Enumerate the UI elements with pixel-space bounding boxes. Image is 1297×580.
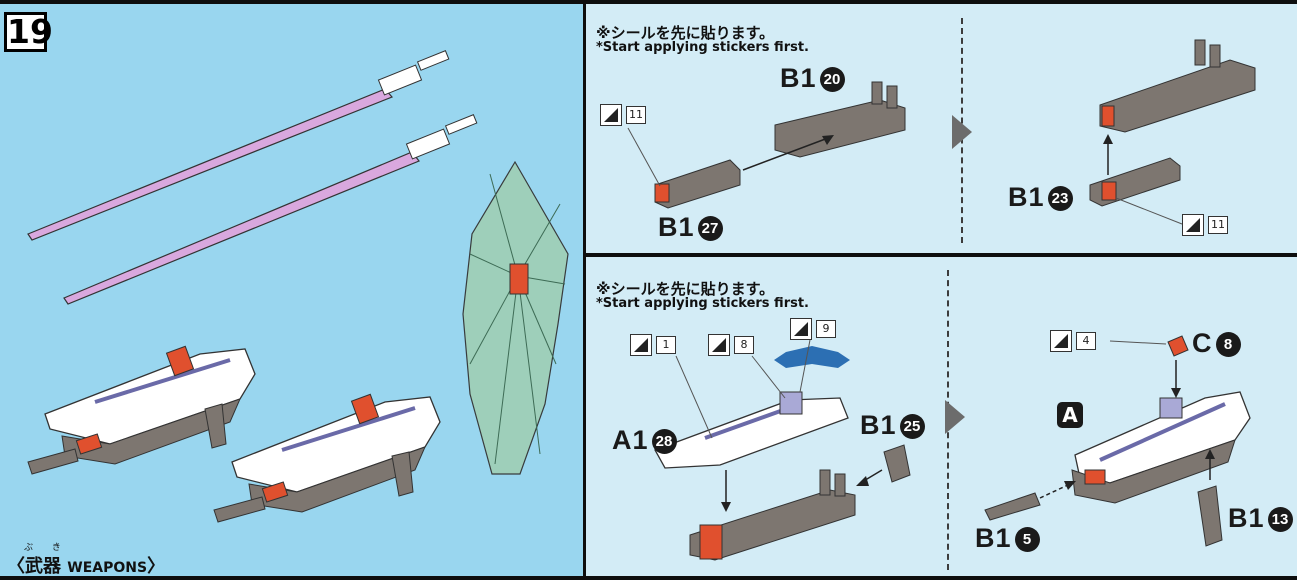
assembled-rifle: [1071, 391, 1251, 504]
title-bracket-open: 〈: [7, 556, 25, 577]
part-b1-23: [1089, 157, 1181, 207]
circled-number: 5: [1014, 527, 1040, 552]
assembled-saber-top: [1099, 39, 1256, 133]
beam-saber-1: [27, 50, 450, 241]
beam-rifle-1: [27, 345, 256, 475]
sticker-11-right: 11: [1182, 214, 1228, 236]
sticker-11-top: 11: [600, 104, 646, 126]
beam-saber-2: [63, 114, 478, 305]
beam-shield: [462, 160, 569, 475]
circled-number: 27: [697, 216, 723, 241]
circled-number: 8: [1215, 332, 1241, 357]
part-b1-25: [883, 444, 911, 483]
part-b1-5: [984, 492, 1041, 521]
title-jp: 武器: [25, 556, 61, 577]
note-jp-bottom: ※シールを先に貼ります。: [596, 280, 775, 298]
step-arrow-top: [952, 115, 972, 149]
part-b1-rifle-body: [689, 469, 856, 561]
beam-saber-assembly-panel: [586, 4, 1297, 253]
circled-number: 25: [899, 414, 925, 439]
sticker-9: 9: [790, 318, 836, 340]
sticker-icon: [1050, 330, 1072, 352]
circled-number: 23: [1047, 186, 1073, 211]
sticker-icon: [790, 318, 812, 340]
sticker-4: 4: [1050, 330, 1096, 352]
sticker-8: 8: [708, 334, 754, 356]
part-a1-28: [654, 391, 849, 469]
weapons-overview-panel: 19: [0, 4, 583, 578]
sticker-icon: [600, 104, 622, 126]
note-jp-top: ※シールを先に貼ります。: [596, 24, 775, 42]
note-en-bottom: *Start applying stickers first.: [596, 296, 809, 311]
sticker-icon: [1182, 214, 1204, 236]
part-c-8: [1167, 335, 1189, 357]
arrow-insert-top: [742, 137, 829, 171]
circled-number: 20: [819, 67, 845, 92]
sticker-icon: [708, 334, 730, 356]
circled-number: 13: [1267, 507, 1293, 532]
weapons-illustration: [27, 50, 569, 523]
section-title: 〈武器 WEAPONS〉: [7, 552, 165, 578]
circled-number: 28: [651, 429, 677, 454]
section-title-ruby: ぶ き: [24, 543, 69, 553]
step-number: 19: [4, 12, 53, 52]
assembly-marker-a: A: [1057, 402, 1083, 428]
note-en-top: *Start applying stickers first.: [596, 40, 809, 55]
beam-rifle-2: [213, 393, 441, 523]
title-bracket-close: 〉: [147, 556, 166, 577]
part-b1-13: [1197, 485, 1223, 547]
sticker-icon: [630, 334, 652, 356]
part-b1-27: [654, 159, 741, 209]
step-arrow-bottom: [945, 400, 965, 434]
part-b1-20: [774, 81, 906, 158]
visor-sticker-shape: [774, 346, 850, 368]
title-en: WEAPONS: [67, 560, 148, 576]
sticker-1: 1: [630, 334, 676, 356]
